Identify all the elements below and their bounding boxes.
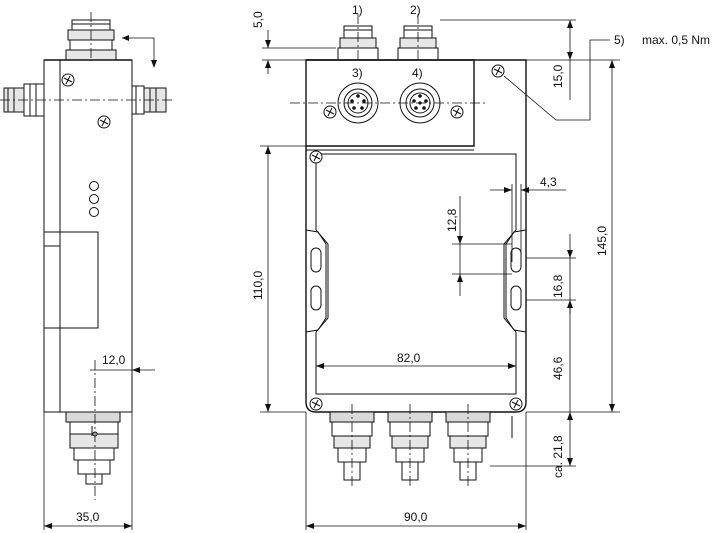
screw-top-right [491, 64, 505, 78]
side-bottom-gland [65, 411, 121, 485]
side-right-connector [131, 85, 167, 115]
callout-3: 3) [352, 66, 363, 80]
led-1 [89, 181, 99, 191]
side-screw-1 [61, 73, 75, 87]
dim-21-8: ca. 21,8 [551, 435, 565, 478]
side-screw-2 [97, 115, 111, 129]
dim-16-8: 16,8 [551, 274, 565, 298]
side-view: 12,0 35,0 [0, 12, 175, 530]
front-inner-plate [315, 153, 517, 395]
front-body [305, 59, 527, 413]
dim-12-0: 12,0 [102, 353, 126, 367]
header-screw-left [323, 105, 337, 119]
led-3 [89, 207, 99, 217]
header-screw-right [450, 105, 464, 119]
dim-5-0: 5,0 [251, 11, 265, 28]
dim-145-0: 145,0 [595, 226, 609, 256]
front-view: 1) 2) 3) 4) 5) max. 0,5 Nm 5,0 15,0 145,… [251, 3, 710, 530]
callout-4: 4) [412, 66, 423, 80]
side-top-connector [65, 12, 117, 61]
screw-mid-left [309, 150, 323, 164]
callout-2: 2) [410, 3, 421, 17]
dim-15-0: 15,0 [551, 64, 565, 88]
dim-46-6: 46,6 [551, 356, 565, 380]
side-label-plate [43, 231, 99, 329]
screw-bottom-left [309, 397, 323, 411]
dim-82-0: 82,0 [397, 351, 421, 365]
screw-bottom-right [509, 397, 523, 411]
dim-4-3: 4,3 [540, 175, 557, 189]
led-2 [89, 194, 99, 204]
dim-12-8: 12,8 [445, 208, 459, 232]
dim-110-0: 110,0 [251, 271, 265, 300]
dim-90-0: 90,0 [404, 510, 428, 524]
dim-35-0: 35,0 [76, 510, 100, 524]
torque-note: max. 0,5 Nm [642, 33, 710, 47]
callout-5: 5) [614, 33, 625, 47]
mounting-slots [305, 229, 527, 333]
callout-1: 1) [352, 3, 363, 17]
